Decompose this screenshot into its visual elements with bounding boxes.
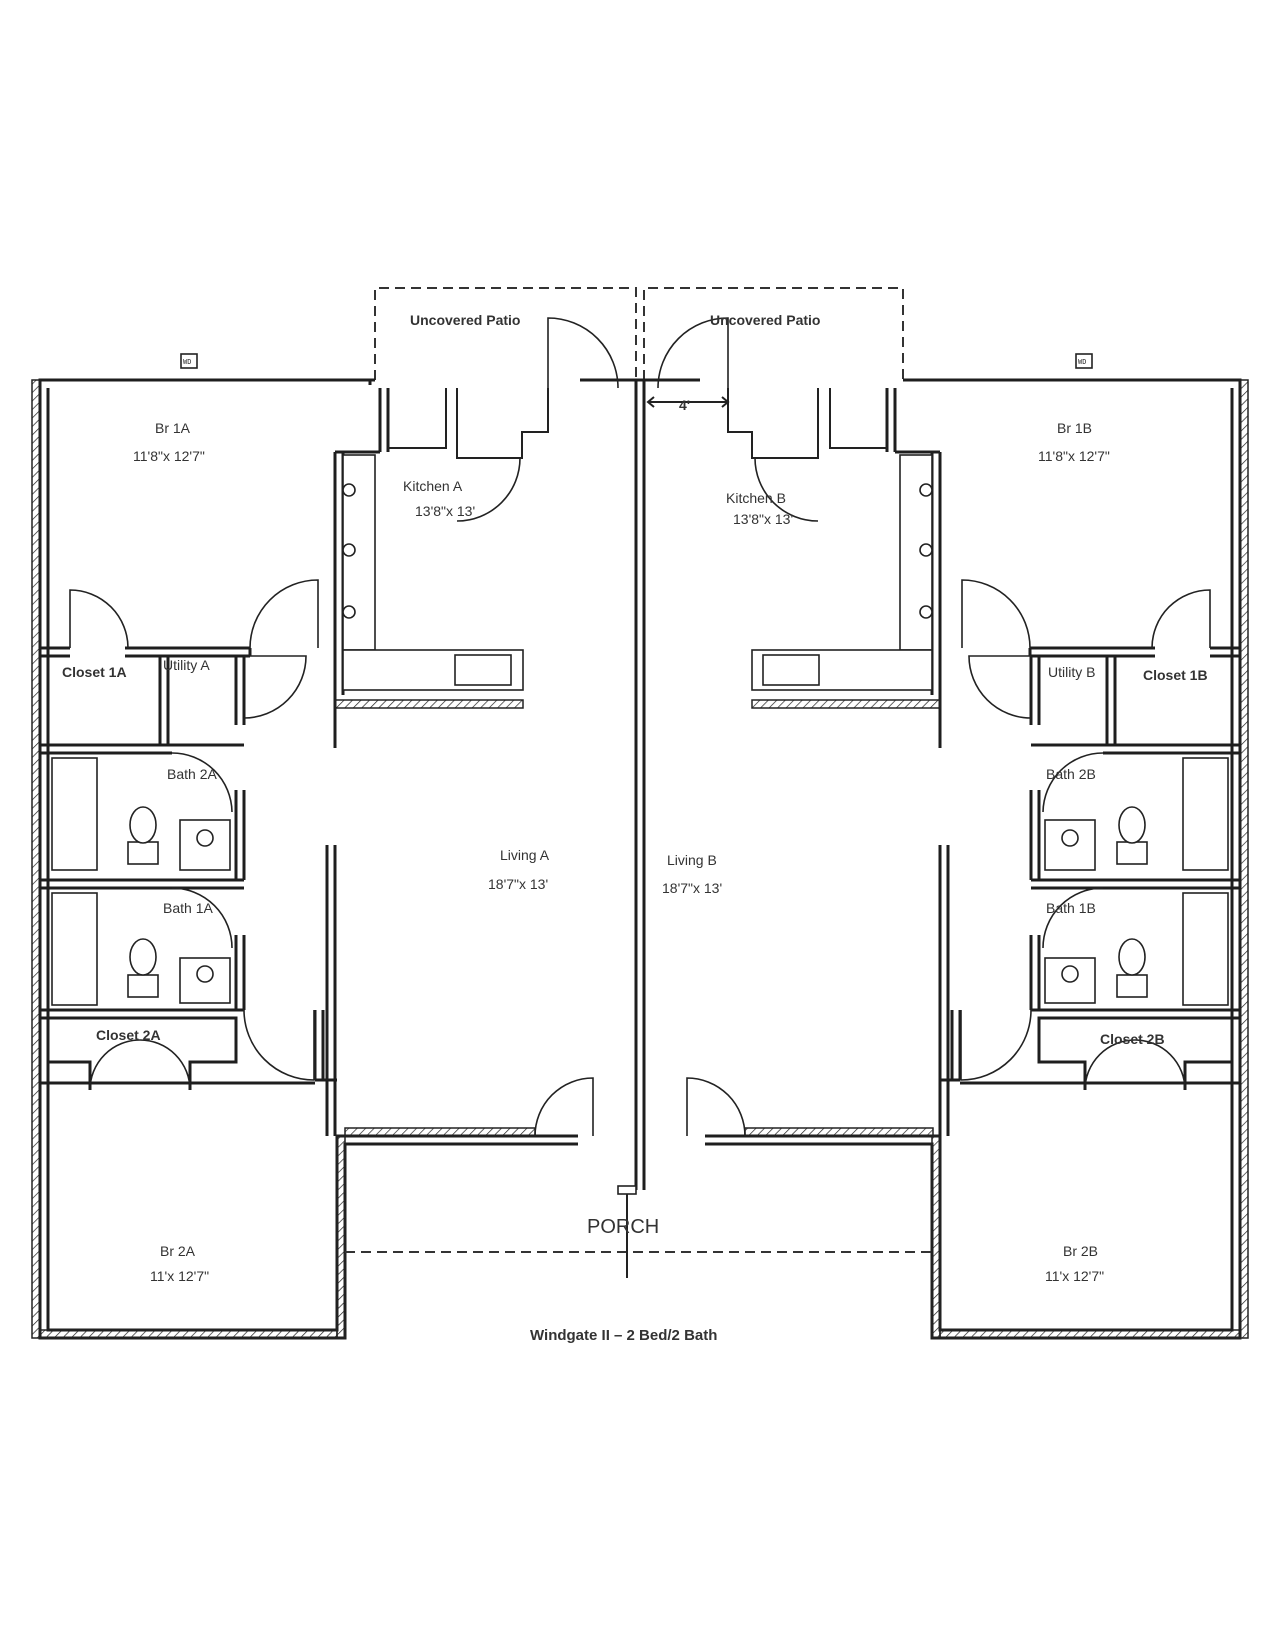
br1a-name: Br 1A xyxy=(155,420,191,436)
kitchen-b-name: Kitchen B xyxy=(726,490,786,506)
bath-a-fixtures xyxy=(51,757,231,1006)
kitchen-b-counters xyxy=(751,454,941,709)
living-b-name: Living B xyxy=(667,852,717,868)
wd-tag-left: WD xyxy=(180,353,198,369)
br2a-name: Br 2A xyxy=(160,1243,196,1259)
dimension-marker xyxy=(646,396,730,408)
wd-tag-right: WD xyxy=(1075,353,1093,369)
br1a-dim: 11'8"x 12'7" xyxy=(133,448,205,464)
porch-label: PORCH xyxy=(587,1216,659,1238)
living-a-dim: 18'7"x 13' xyxy=(488,876,548,892)
kitchen-b-dim: 13'8"x 13' xyxy=(733,511,793,527)
patio-left xyxy=(374,287,637,380)
bath1a-label: Bath 1A xyxy=(163,900,213,916)
br2a-dim: 11'x 12'7" xyxy=(150,1268,209,1284)
kitchen-a-dim: 13'8"x 13' xyxy=(415,503,475,519)
porch-outline xyxy=(345,1185,932,1278)
closet1a-label: Closet 1A xyxy=(62,664,127,680)
bath-b-fixtures xyxy=(1044,757,1229,1006)
bath2a-label: Bath 2A xyxy=(167,766,217,782)
br1b-name: Br 1B xyxy=(1057,420,1092,436)
patio-right-label: Uncovered Patio xyxy=(710,312,820,328)
unit-a-walls xyxy=(40,388,549,1136)
unit-b-walls xyxy=(727,388,1240,1136)
patio-left-label: Uncovered Patio xyxy=(410,312,520,328)
br2b-dim: 11'x 12'7" xyxy=(1045,1268,1104,1284)
closet2b-label: Closet 2B xyxy=(1100,1031,1165,1047)
br2b-name: Br 2B xyxy=(1063,1243,1098,1259)
svg-text:WD: WD xyxy=(183,358,191,366)
kitchen-a-name: Kitchen A xyxy=(403,478,463,494)
plan-title: Windgate II – 2 Bed/2 Bath xyxy=(530,1327,717,1344)
party-wall xyxy=(634,380,646,1190)
living-a-name: Living A xyxy=(500,847,550,863)
svg-text:WD: WD xyxy=(1078,358,1086,366)
br1b-dim: 11'8"x 12'7" xyxy=(1038,448,1110,464)
utility-a-label: Utility A xyxy=(163,657,210,673)
closet1b-label: Closet 1B xyxy=(1143,667,1208,683)
bath2b-label: Bath 2B xyxy=(1046,766,1096,782)
living-b-dim: 18'7"x 13' xyxy=(662,880,722,896)
gap-dimension-label: 4' xyxy=(679,397,690,413)
exterior-walls xyxy=(31,378,1249,1340)
bath1b-label: Bath 1B xyxy=(1046,900,1096,916)
door-swings xyxy=(69,317,1211,1137)
kitchen-a-counters xyxy=(334,454,524,709)
closet2a-label: Closet 2A xyxy=(96,1027,161,1043)
utility-b-label: Utility B xyxy=(1048,664,1095,680)
